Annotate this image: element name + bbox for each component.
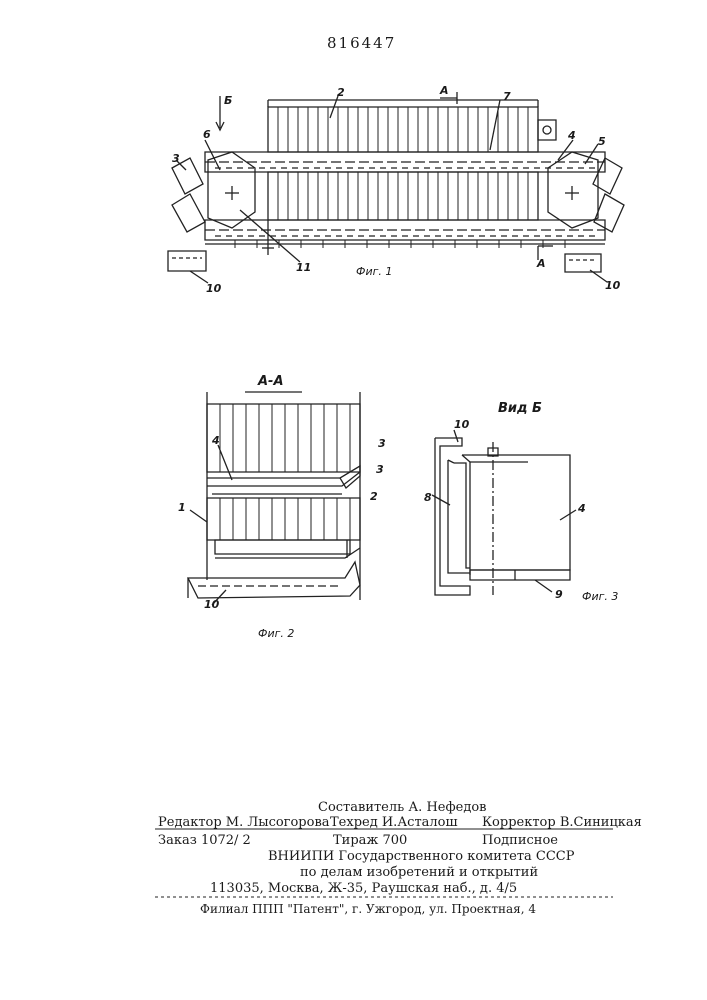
patent-sheet: 816447 [0, 0, 707, 1000]
imprint-rules [0, 0, 707, 1000]
